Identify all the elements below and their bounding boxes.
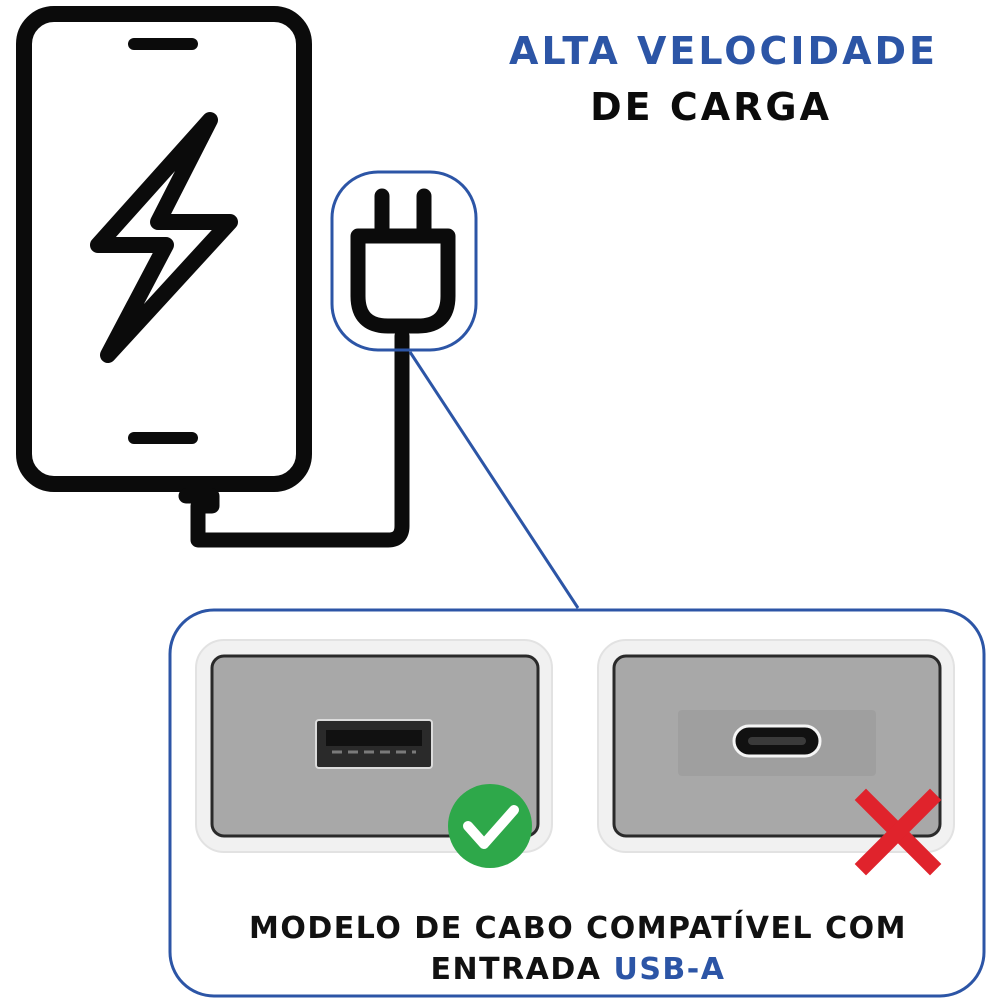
lightning-bolt-icon (90, 112, 238, 363)
check-icon (448, 784, 532, 868)
usb-a-port-icon (315, 719, 433, 769)
usb-c-port-icon (732, 724, 822, 758)
caption-highlight: USB-A (613, 952, 726, 987)
usb-c-adapter (597, 639, 955, 876)
callout-line (408, 351, 580, 609)
caption-prefix: ENTRADA (430, 952, 614, 987)
caption-line-1: MODELO DE CABO COMPATÍVEL COM (249, 911, 907, 946)
cross-icon (854, 788, 942, 876)
usb-a-adapter (195, 639, 553, 868)
caption-line-2: ENTRADA USB-A (172, 955, 984, 985)
charging-cable (178, 328, 410, 548)
headline-secondary: DE CARGA (590, 85, 832, 129)
headline-primary: ALTA VELOCIDADE (509, 29, 938, 73)
plug-icon (330, 170, 478, 352)
